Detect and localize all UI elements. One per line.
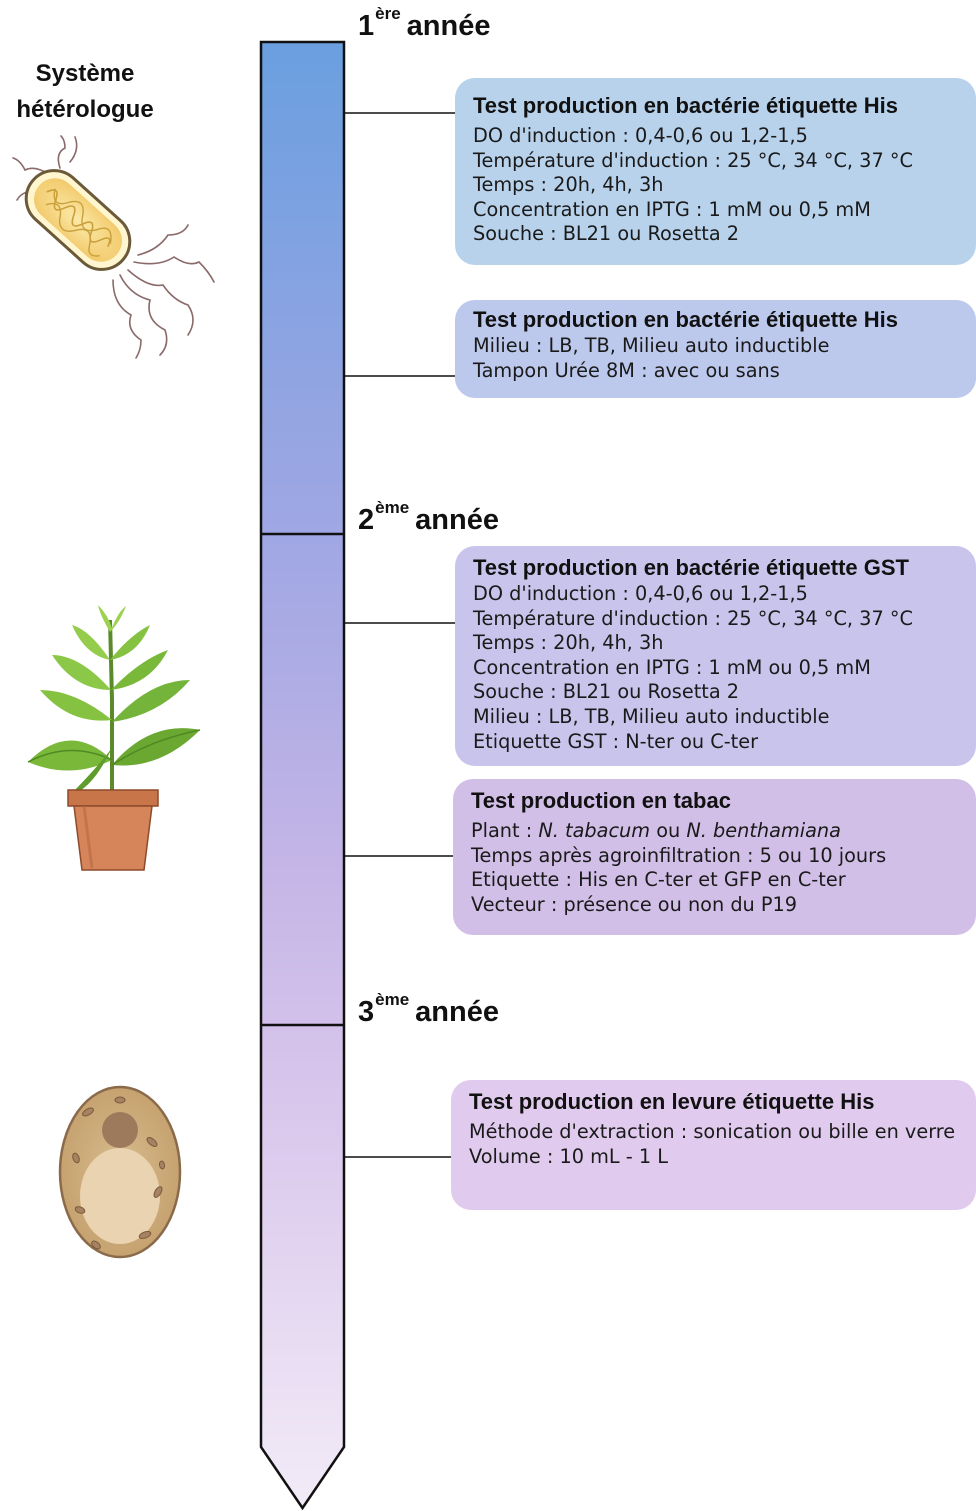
box-line: Méthode d'extraction : sonication ou bil… bbox=[469, 1120, 959, 1145]
tobacco-plant-icon bbox=[28, 605, 200, 870]
plant-or: ou bbox=[650, 819, 686, 842]
box-line: Tampon Urée 8M : avec ou sans bbox=[473, 359, 976, 384]
bacterium-icon bbox=[13, 136, 214, 358]
box-bacteria-his-2: Test production en bactérie étiquette Hi… bbox=[455, 300, 976, 398]
box-line: Vecteur : présence ou non du P19 bbox=[471, 893, 976, 918]
species-1: N. tabacum bbox=[538, 819, 650, 842]
plant-line: Plant : N. tabacum ou N. benthamiana bbox=[471, 819, 976, 844]
year-1-superscript: ère bbox=[375, 4, 401, 23]
box-title: Test production en bactérie étiquette GS… bbox=[473, 554, 976, 582]
box-line: Temps : 20h, 4h, 3h bbox=[473, 173, 976, 198]
box-tobacco: Test production en tabac Plant : N. taba… bbox=[453, 779, 976, 935]
system-label-line-1: Système bbox=[0, 56, 170, 92]
year-2-superscript: ème bbox=[375, 498, 409, 517]
box-line: Etiquette GST : N-ter ou C-ter bbox=[473, 730, 976, 755]
box-title: Test production en bactérie étiquette Hi… bbox=[473, 306, 976, 334]
yeast-cell-icon bbox=[60, 1087, 180, 1257]
system-label-line-2: hétérologue bbox=[0, 92, 170, 128]
species-2: N. benthamiana bbox=[686, 819, 841, 842]
box-bacteria-his-1: Test production en bactérie étiquette Hi… bbox=[455, 78, 976, 265]
box-line: Temps : 20h, 4h, 3h bbox=[473, 631, 976, 656]
year-3-label: année bbox=[415, 996, 499, 1028]
box-line: Température d'induction : 25 °C, 34 °C, … bbox=[473, 149, 976, 174]
year-2-number: 2 bbox=[358, 504, 374, 536]
year-1-label: année bbox=[407, 10, 491, 42]
year-1-number: 1 bbox=[358, 10, 374, 42]
box-line: Souche : BL21 ou Rosetta 2 bbox=[473, 680, 976, 705]
box-line: Concentration en IPTG : 1 mM ou 0,5 mM bbox=[473, 198, 976, 223]
box-line: Milieu : LB, TB, Milieu auto inductible bbox=[473, 334, 976, 359]
box-line: DO d'induction : 0,4-0,6 ou 1,2-1,5 bbox=[473, 124, 976, 149]
box-line: Volume : 10 mL - 1 L bbox=[469, 1145, 976, 1170]
box-line: Souche : BL21 ou Rosetta 2 bbox=[473, 222, 976, 247]
box-line: Etiquette : His en C-ter et GFP en C-ter bbox=[471, 868, 976, 893]
box-line: DO d'induction : 0,4-0,6 ou 1,2-1,5 bbox=[473, 582, 976, 607]
system-label: Système hétérologue bbox=[0, 56, 170, 128]
year-2-label: année bbox=[415, 504, 499, 536]
box-yeast: Test production en levure étiquette His … bbox=[451, 1080, 976, 1210]
plant-label: Plant : bbox=[471, 819, 538, 842]
year-3-superscript: ème bbox=[375, 990, 409, 1009]
box-line: Temps après agroinfiltration : 5 ou 10 j… bbox=[471, 844, 976, 869]
box-bacteria-gst: Test production en bactérie étiquette GS… bbox=[455, 546, 976, 766]
box-title: Test production en bactérie étiquette Hi… bbox=[473, 92, 976, 120]
box-line: Milieu : LB, TB, Milieu auto inductible bbox=[473, 705, 976, 730]
box-title: Test production en tabac bbox=[471, 787, 976, 815]
box-line: Température d'induction : 25 °C, 34 °C, … bbox=[473, 607, 976, 632]
timeline-bar bbox=[261, 42, 344, 1508]
box-line: Concentration en IPTG : 1 mM ou 0,5 mM bbox=[473, 656, 976, 681]
box-title: Test production en levure étiquette His bbox=[469, 1088, 976, 1116]
year-3-number: 3 bbox=[358, 996, 374, 1028]
